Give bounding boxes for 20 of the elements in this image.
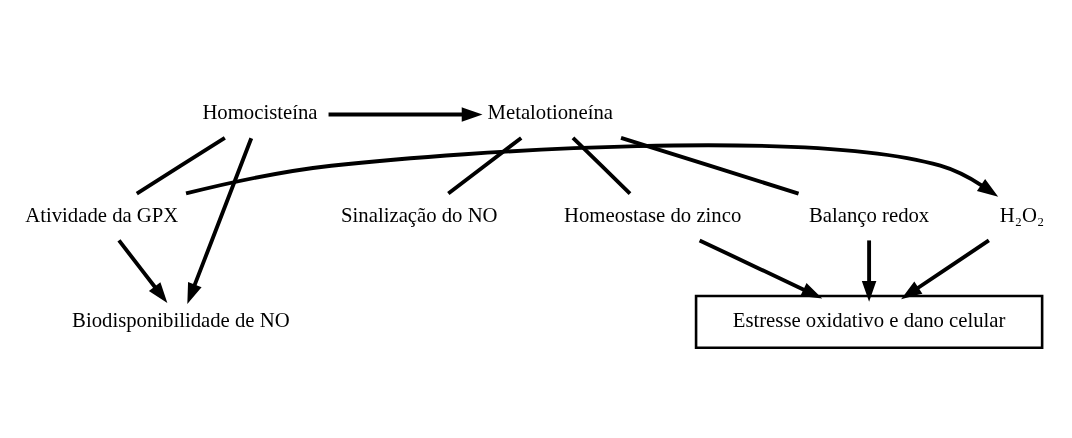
node-text: Balanço redox xyxy=(808,203,930,226)
node-text: Homeostase do zinco xyxy=(564,203,742,226)
arrow xyxy=(187,137,254,304)
node-text: Atividade da GPX xyxy=(25,203,179,226)
arrow xyxy=(698,238,823,298)
connector xyxy=(620,135,800,195)
node-text: Sinalização do NO xyxy=(341,203,498,226)
node-text: Metalotioneína xyxy=(487,100,613,123)
connector xyxy=(571,136,632,195)
arrow xyxy=(861,239,877,302)
node-box: Estresse oxidativo e dano celular xyxy=(694,294,1044,349)
node-text: H₂O₂ xyxy=(999,203,1045,226)
arrow xyxy=(117,238,168,303)
node-text: Biodisponibilidade de NO xyxy=(72,308,290,331)
connector xyxy=(447,135,523,195)
arrow xyxy=(901,238,990,299)
node-text: Homocisteína xyxy=(202,100,318,123)
arrow xyxy=(185,142,999,197)
connector xyxy=(135,135,226,195)
arrow xyxy=(328,106,483,122)
